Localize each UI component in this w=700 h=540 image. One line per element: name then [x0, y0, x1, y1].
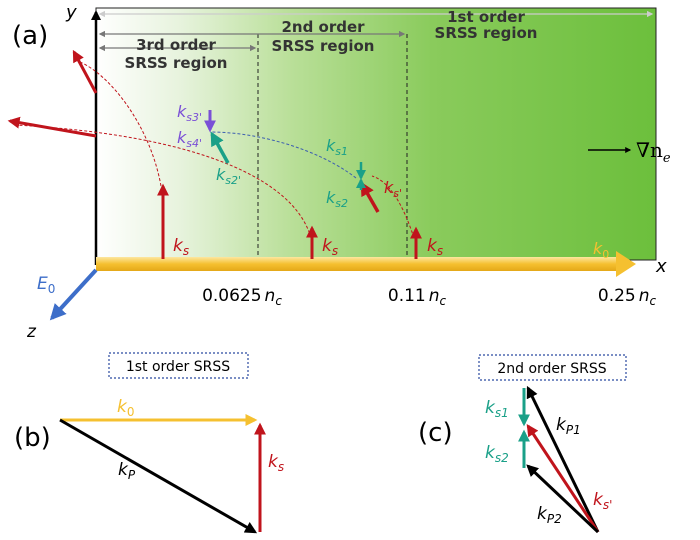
kp1-label-c: kP1 [556, 415, 581, 437]
region-2-line1: 2nd order [281, 18, 365, 36]
y-axis-label: y [65, 2, 77, 23]
region-3-line2: SRSS region [125, 54, 228, 72]
region-2-line2: SRSS region [272, 37, 375, 55]
panel-c-label: (c) [418, 418, 453, 448]
ks1-label-a: ks1 [326, 136, 348, 158]
panel-b-label: (b) [14, 423, 51, 453]
ks2-label-c: ks2 [485, 443, 509, 465]
ks3-label: ks3' [177, 102, 202, 124]
reflect-arrow-up [72, 49, 98, 94]
k0-label-b: k0 [117, 397, 135, 419]
z-axis [49, 268, 98, 321]
gradient-label: ∇ne [636, 138, 671, 166]
trajectory-blue [209, 131, 357, 179]
beam-arrowhead [616, 251, 636, 277]
ks1-label-c: ks1 [485, 398, 509, 420]
kp1-arrow-c [526, 385, 600, 533]
reflect-arrow-left [7, 116, 97, 138]
region-1-line2: SRSS region [435, 24, 538, 42]
panel-b: 1st order SRSS k0 kP ks (b) [14, 352, 284, 534]
panel-c-title: 2nd order SRSS [497, 361, 606, 377]
ks2-label-a: ks2 [326, 188, 348, 210]
ks4-label: ks4' [177, 128, 202, 150]
ks2p-arrow [210, 131, 230, 164]
ks-label-3: ks [427, 236, 443, 258]
ksp-arrow-a [360, 181, 380, 213]
kp-label-b: kP [118, 460, 136, 482]
k0-label-a: k0 [593, 239, 609, 261]
x-axis-label: x [655, 256, 667, 277]
ks2p-label: ks2' [216, 165, 241, 187]
panel-c: 2nd order SRSS ks1 ks2 kP1 kP2 ks' (c) [418, 354, 627, 534]
ksp-label-a: ks' [384, 178, 402, 200]
trajectory-ks-1 [79, 61, 162, 187]
z-axis-label: z [26, 322, 37, 342]
beam-axis [96, 257, 616, 271]
ks-label-b: ks [268, 452, 284, 474]
panel-c-title-box [478, 354, 627, 381]
ks-label-1: ks [173, 236, 189, 258]
e0-label: E0 [37, 274, 55, 296]
region-3-line1: 3rd order [136, 36, 216, 54]
panel-a-label: (a) [12, 21, 48, 51]
panel-a: 1st order SRSS region 2nd order SRSS reg… [7, 2, 671, 342]
trajectory-ks-2 [14, 124, 312, 239]
kp2-arrow-c [526, 464, 600, 534]
ksp-arrow-c [526, 423, 600, 533]
kp-arrow-b [59, 418, 258, 534]
ks-label-2: ks [322, 236, 338, 258]
panel-b-title: 1st order SRSS [126, 359, 230, 375]
kp2-label-c: kP2 [537, 504, 562, 526]
panel-b-title-box [108, 352, 249, 379]
region-1-line1: 1st order [447, 8, 525, 26]
ksp-label-c: ks' [593, 490, 612, 512]
